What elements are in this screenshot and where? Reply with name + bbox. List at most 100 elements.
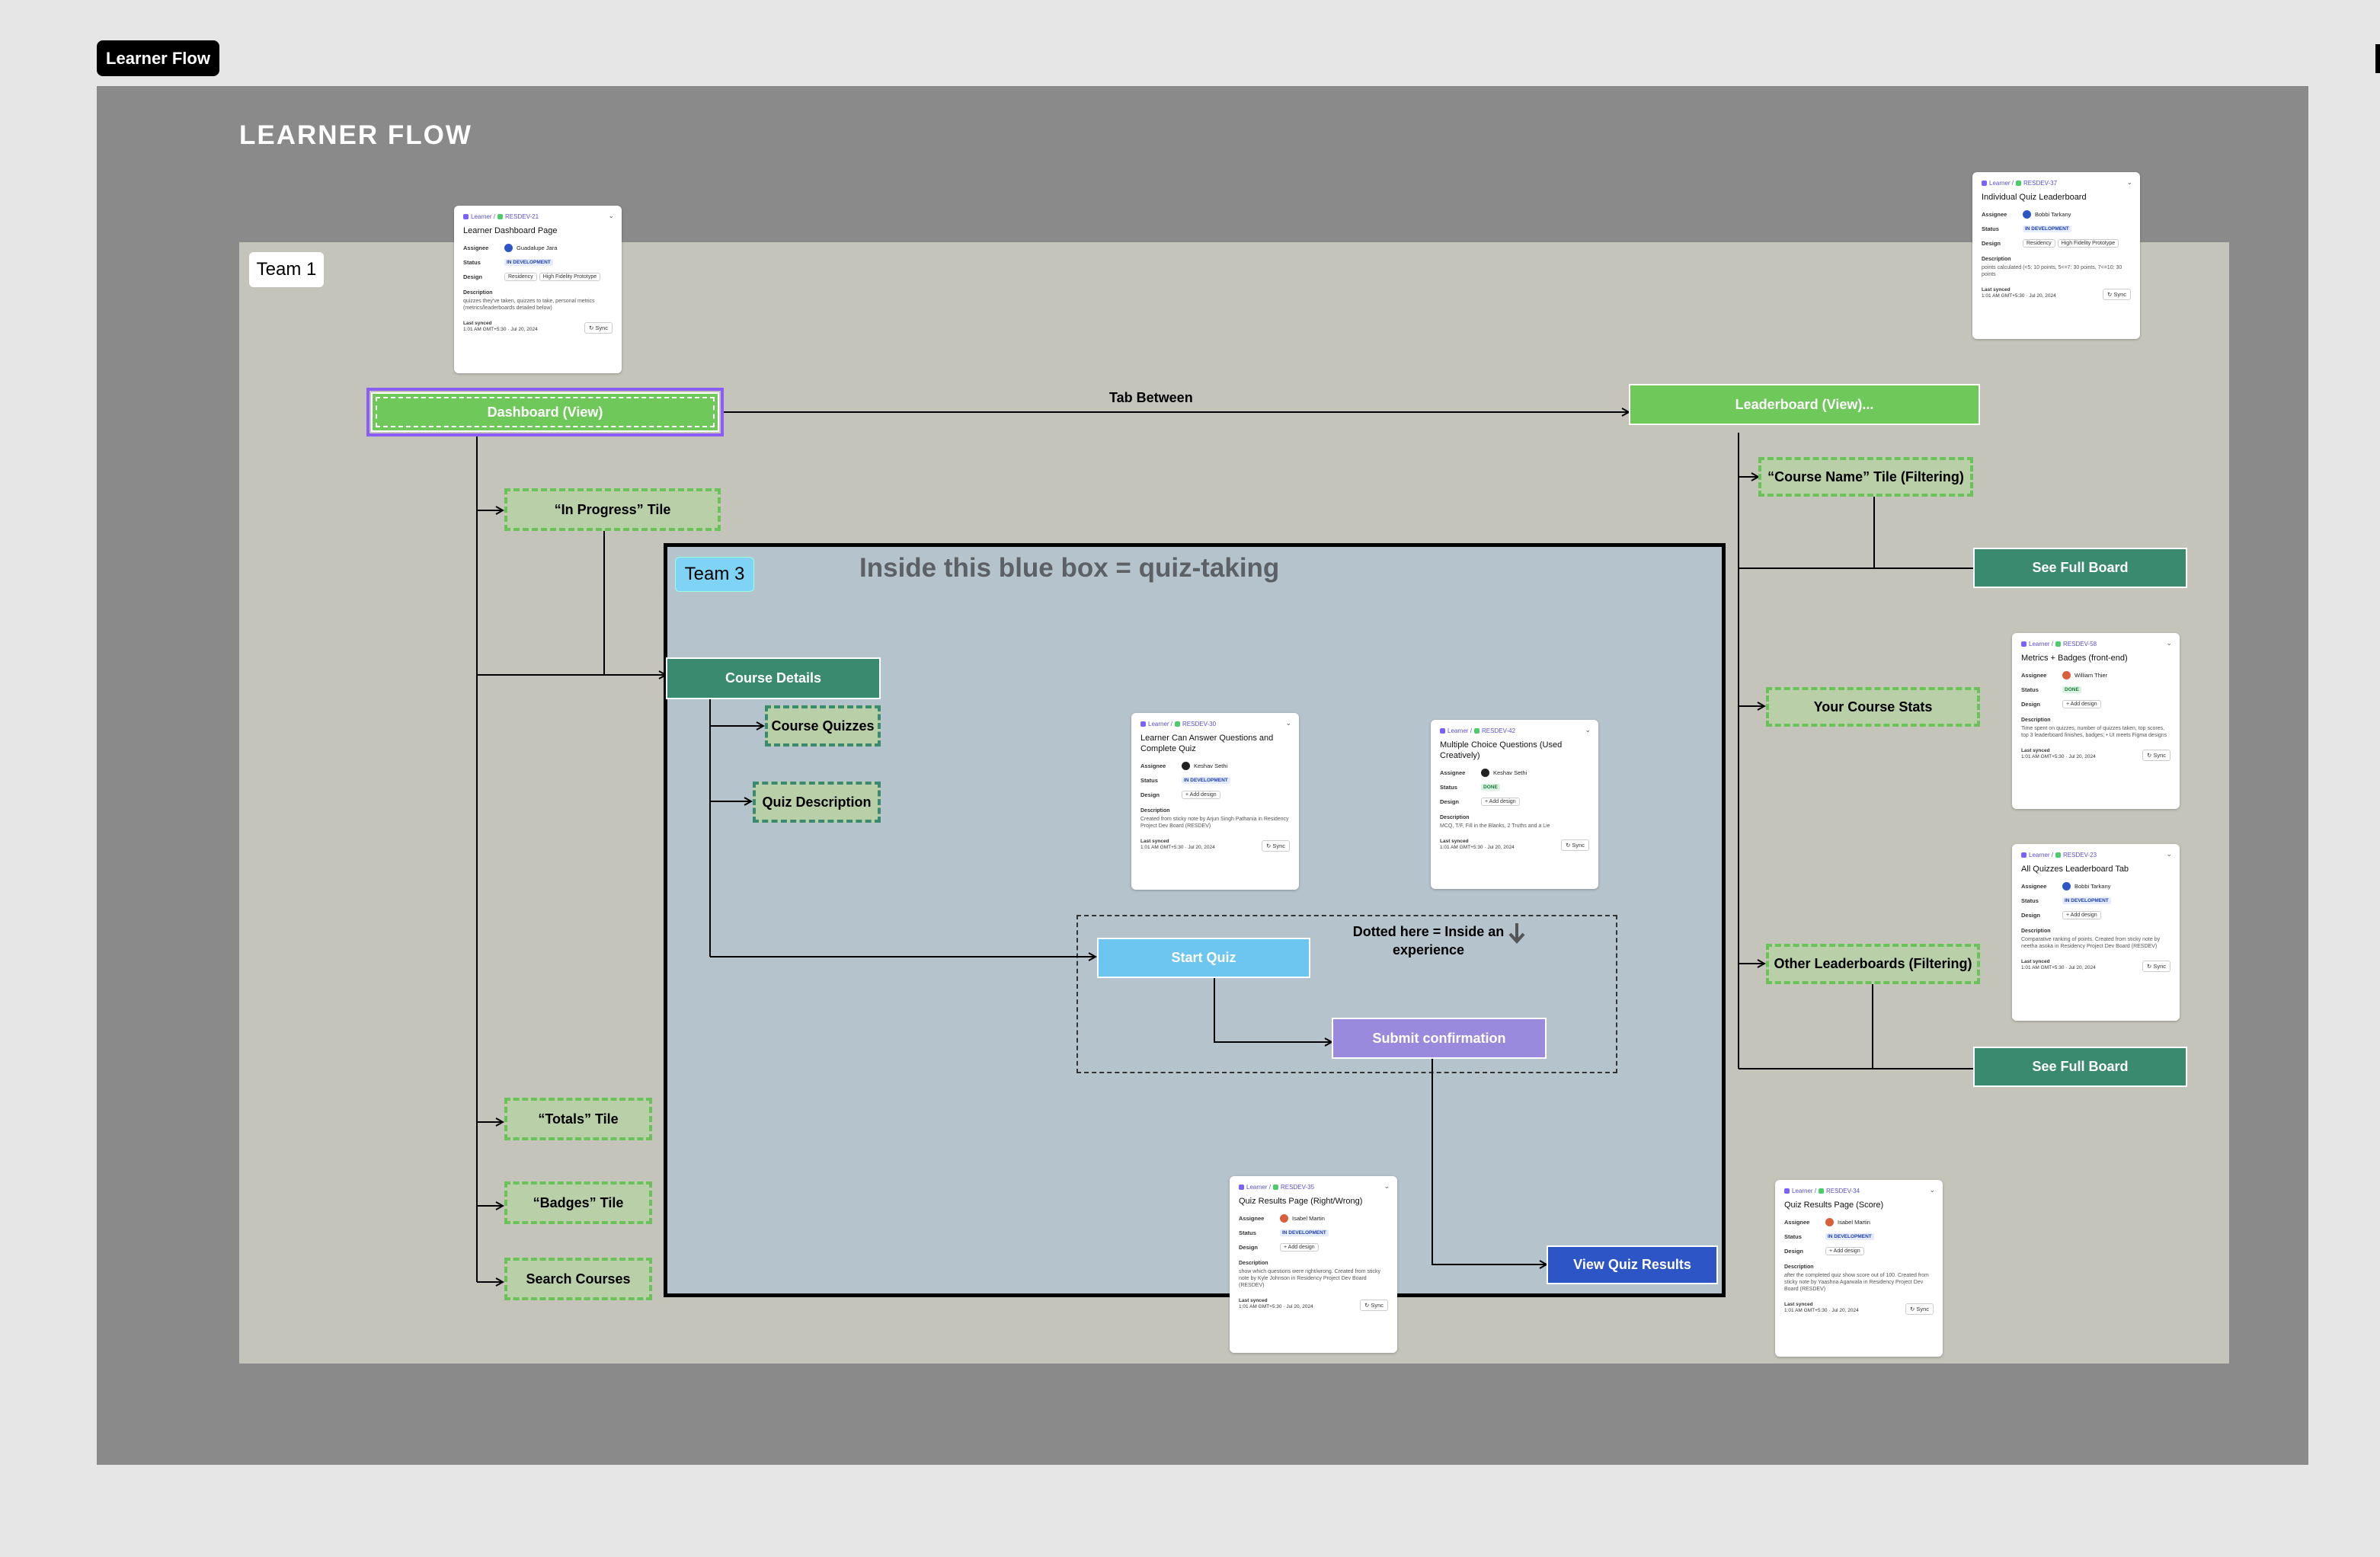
jira-card[interactable]: Learner /RESDEV-30⌄Learner Can Answer Qu…: [1131, 713, 1299, 890]
chevron-down-icon[interactable]: ⌄: [1384, 1182, 1390, 1190]
card-key: RESDEV-58: [2063, 641, 2097, 647]
sync-button[interactable]: ↻ Sync: [584, 321, 613, 334]
card-breadcrumb: Learner /RESDEV-21: [463, 213, 613, 220]
design-chip[interactable]: Residency: [2023, 238, 2055, 248]
card-title[interactable]: Multiple Choice Questions (Used Creative…: [1440, 740, 1563, 760]
jira-card[interactable]: Learner /RESDEV-37⌄ Individual Quiz Leade…: [1972, 172, 2140, 339]
design-chip[interactable]: High Fidelity Prototype: [539, 272, 601, 281]
card-status-label: Status: [2021, 686, 2039, 693]
card-key: RESDEV-42: [1482, 727, 1516, 734]
course-details-node[interactable]: Course Details: [666, 657, 881, 699]
chevron-down-icon[interactable]: ⌄: [2166, 850, 2172, 858]
status-badge[interactable]: IN DEVELOPMENT: [1825, 1232, 1874, 1240]
chevron-down-icon[interactable]: ⌄: [1929, 1186, 1935, 1194]
jira-card[interactable]: Learner /RESDEV-34⌄Quiz Results Page (Sc…: [1775, 1180, 1943, 1357]
card-project: Learner /: [1989, 180, 2014, 187]
card-key: RESDEV-34: [1826, 1188, 1860, 1194]
course-quizzes-node[interactable]: Course Quizzes: [765, 705, 881, 747]
sync-button[interactable]: ↻ Sync: [2102, 288, 2131, 300]
card-description-label: Description: [463, 289, 493, 296]
design-chip[interactable]: + Add design: [2062, 910, 2101, 919]
design-chip[interactable]: High Fidelity Prototype: [2057, 238, 2119, 248]
chevron-down-icon[interactable]: ⌄: [608, 212, 614, 219]
story-icon: [1273, 1185, 1279, 1190]
status-badge[interactable]: DONE: [2062, 686, 2081, 693]
card-assignee-label: Assignee: [2021, 671, 2047, 679]
leaderboard-view-node[interactable]: Leaderboard (View)...: [1629, 384, 1980, 425]
status-badge[interactable]: DONE: [1481, 783, 1500, 791]
chevron-down-icon[interactable]: ⌄: [2126, 178, 2132, 186]
status-badge[interactable]: IN DEVELOPMENT: [504, 258, 553, 266]
jira-card[interactable]: Learner /RESDEV-23⌄All Quizzes Leaderboa…: [2012, 844, 2180, 1021]
card-assignee-label: Assignee: [1982, 210, 2007, 218]
totals-tile-node[interactable]: “Totals” Tile: [504, 1098, 652, 1140]
card-status-label: Status: [2021, 897, 2039, 904]
story-icon: [1175, 721, 1181, 727]
card-title[interactable]: Learner Dashboard Page: [463, 226, 558, 235]
selection-outline: [366, 388, 724, 436]
card-breadcrumb: Learner / RESDEV-42: [1440, 727, 1589, 734]
in-progress-tile-node[interactable]: “In Progress” Tile: [504, 488, 721, 531]
status-badge[interactable]: IN DEVELOPMENT: [1182, 776, 1230, 784]
frame-tag[interactable]: Learner Flow: [97, 40, 219, 76]
your-course-stats-node[interactable]: Your Course Stats: [1766, 687, 1980, 727]
design-chip[interactable]: + Add design: [1280, 1242, 1319, 1252]
design-chip[interactable]: + Add design: [2062, 699, 2101, 708]
card-project: Learner /: [1148, 721, 1173, 727]
search-courses-node[interactable]: Search Courses: [504, 1258, 652, 1300]
card-breadcrumb: Learner /RESDEV-37: [1982, 180, 2131, 187]
experience-dotted-box[interactable]: [1076, 915, 1617, 1073]
card-title[interactable]: Individual Quiz Leaderboard: [1982, 193, 2087, 202]
card-key: RESDEV-35: [1281, 1184, 1315, 1191]
jira-card[interactable]: Learner /RESDEV-58⌄Metrics + Badges (fro…: [2012, 633, 2180, 809]
see-full-board-node-2[interactable]: See Full Board: [1973, 1047, 2187, 1087]
card-description: Time spent on quizzes, number of quizzes…: [2021, 725, 2167, 738]
card-status-label: Status: [463, 258, 481, 266]
jira-card[interactable]: Learner /RESDEV-35⌄Quiz Results Page (Ri…: [1230, 1176, 1397, 1353]
other-leaderboards-node[interactable]: Other Leaderboards (Filtering): [1766, 944, 1980, 984]
design-chip[interactable]: + Add design: [1481, 797, 1520, 806]
jira-card[interactable]: Learner / RESDEV-42 ⌄ Multiple Choice Quest…: [1431, 720, 1598, 889]
card-project: Learner /: [1448, 727, 1473, 734]
chevron-down-icon[interactable]: ⌄: [1285, 719, 1291, 727]
card-assignee: Keshav Sethi: [1493, 769, 1527, 776]
view-quiz-results-node[interactable]: View Quiz Results: [1547, 1245, 1718, 1284]
status-badge[interactable]: IN DEVELOPMENT: [1280, 1229, 1329, 1236]
card-title[interactable]: Learner Can Answer Questions and Complet…: [1140, 734, 1274, 753]
chevron-down-icon[interactable]: ⌄: [2166, 639, 2172, 647]
dashboard-view-node[interactable]: Dashboard (View): [371, 392, 719, 432]
sync-button[interactable]: ↻ Sync: [1905, 1303, 1934, 1315]
design-chip[interactable]: + Add design: [1825, 1246, 1864, 1255]
sync-button[interactable]: ↻ Sync: [2142, 749, 2170, 761]
card-title[interactable]: All Quizzes Leaderboard Tab: [2021, 865, 2129, 874]
card-title[interactable]: Quiz Results Page (Score): [1784, 1201, 1884, 1210]
dotted-note-text: Dotted here = Inside an experience: [1352, 924, 1505, 958]
chevron-down-icon[interactable]: ⌄: [1585, 726, 1591, 734]
sync-button[interactable]: ↻ Sync: [2142, 960, 2170, 972]
project-icon: [1440, 728, 1445, 734]
status-badge[interactable]: IN DEVELOPMENT: [2062, 897, 2111, 904]
quiz-description-node[interactable]: Quiz Description: [753, 782, 881, 823]
design-chip[interactable]: + Add design: [1182, 790, 1220, 799]
status-badge[interactable]: IN DEVELOPMENT: [2023, 225, 2071, 232]
team1-label: Team 1: [249, 252, 324, 287]
last-synced-time: 1:01 AM GMT+5:30 · Jul 20, 2024: [1440, 845, 1515, 851]
sync-button[interactable]: ↻ Sync: [1359, 1299, 1388, 1311]
submit-confirmation-node[interactable]: Submit confirmation: [1332, 1018, 1547, 1059]
sync-button[interactable]: ↻ Sync: [1560, 839, 1589, 852]
last-synced-label: Last synced: [1140, 838, 1169, 844]
design-chip[interactable]: Residency: [504, 272, 537, 281]
card-title[interactable]: Quiz Results Page (Right/Wrong): [1239, 1197, 1363, 1206]
project-icon: [1140, 721, 1146, 727]
jira-card[interactable]: Learner /RESDEV-21⌄ Learner Dashboard Pag…: [454, 206, 622, 373]
card-title[interactable]: Metrics + Badges (front-end): [2021, 654, 2128, 663]
badges-tile-node[interactable]: “Badges” Tile: [504, 1181, 652, 1224]
start-quiz-node[interactable]: Start Quiz: [1097, 938, 1310, 978]
see-full-board-node-1[interactable]: See Full Board: [1973, 548, 2187, 588]
sync-button[interactable]: ↻ Sync: [1261, 839, 1290, 852]
course-name-tile-node[interactable]: “Course Name” Tile (Filtering): [1758, 457, 1973, 497]
